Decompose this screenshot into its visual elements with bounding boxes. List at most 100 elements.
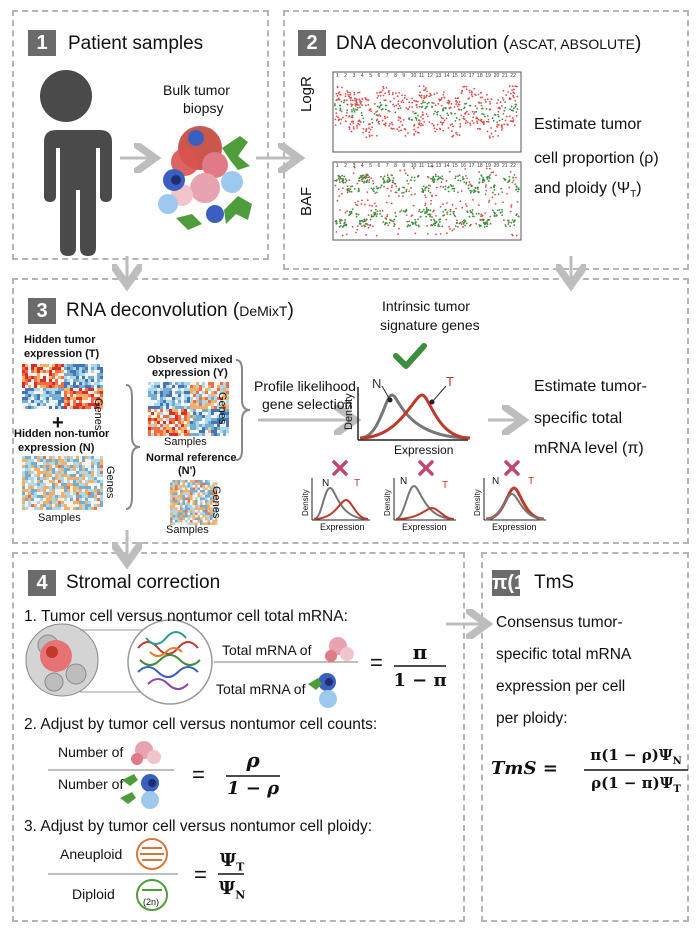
chromosome-label: 3: [352, 163, 356, 169]
panel-2-desc-1: Estimate tumor: [534, 116, 642, 133]
eq1-denominator: 1 − π: [393, 670, 447, 691]
chromosome-label: 22: [510, 73, 516, 79]
eq3-numerator: ΨT: [212, 850, 252, 874]
chromosome-label: 11: [419, 163, 425, 169]
tms-desc-3: expression per cell: [496, 678, 626, 695]
plus-sign: +: [52, 412, 64, 434]
tms-equals: =: [542, 758, 558, 779]
eq3-equals: =: [194, 862, 207, 887]
diploid-label: Diploid: [72, 886, 115, 902]
expression-axis-label: Expression: [394, 443, 454, 457]
diploid-chromosome-icon: [136, 879, 168, 911]
chromosome-label: 19: [485, 73, 491, 79]
small-2-n: N: [400, 476, 408, 487]
panel-5-badge: π(1 − ρ)Ψ: [492, 570, 528, 646]
chromosome-label: 5: [369, 73, 372, 79]
chromosome-label: 7: [385, 73, 389, 79]
genes-label-3: Genes: [216, 392, 228, 425]
small-2-t: T: [442, 480, 449, 491]
tms-num-sub: N: [672, 756, 682, 767]
density-axis-label: Density: [343, 393, 355, 430]
observed-label-1: Observed mixed: [147, 354, 233, 366]
chromosome-label: 3: [352, 73, 356, 79]
profile-likelihood-label-1: Profile likelihood: [254, 378, 356, 394]
eq2-denominator: 1 − ρ: [226, 778, 280, 799]
small-3-density: Density: [473, 489, 482, 516]
chromosome-label: 5: [369, 163, 372, 169]
cross-icon-1: [332, 460, 348, 476]
eq3-psi-n-sub: N: [235, 888, 246, 902]
chromosome-label: 19: [485, 163, 491, 169]
hidden-tumor-heatmap: [22, 364, 103, 409]
chromosome-label: 13: [435, 163, 442, 169]
small-1-expression: Expression: [320, 522, 365, 532]
intrinsic-label-1: Intrinsic tumor: [382, 298, 470, 314]
hidden-nontumor-label-2: expression (N): [18, 442, 95, 454]
samples-label-1: Samples: [38, 512, 81, 524]
step-3-label: 3. Adjust by tumor cell versus nontumor …: [24, 818, 373, 835]
panel-3-title-main: RNA deconvolution (: [66, 300, 240, 321]
chromosome-label: 9: [402, 163, 406, 169]
chromosome-label: 15: [452, 163, 458, 169]
normal-ref-label-1: Normal reference: [146, 452, 237, 464]
brace-right: [235, 359, 251, 461]
panel-3-title-close: ): [287, 300, 294, 321]
mrna-strands-icon: [127, 619, 213, 705]
chromosome-label: 13: [435, 73, 442, 79]
panel-3-badge: 3: [28, 298, 56, 324]
density-plot-small-3: [483, 478, 546, 521]
hidden-nontumor-heatmap: [22, 456, 103, 510]
panel-tms: [481, 552, 689, 922]
chromosome-label: 1: [336, 163, 339, 169]
eq3-denominator: ΨN: [212, 878, 252, 902]
panel-5-title: TmS: [534, 572, 575, 593]
chromosome-label: 11: [419, 73, 425, 79]
chromosome-label: 8: [394, 163, 397, 169]
number-of-tumor-label: Number of: [58, 744, 124, 760]
chromosome-label: 18: [477, 163, 483, 169]
eq1-equals: =: [370, 650, 383, 675]
panel-3-title: RNA deconvolution (DeMixT): [66, 300, 294, 322]
logr-track: [332, 71, 522, 153]
nontumor-cells-icon-1: [308, 673, 337, 708]
panel-3-title-method: DeMixT: [239, 303, 288, 319]
curve-label-t: T: [446, 374, 454, 389]
tumor-mass-icon: [25, 623, 99, 697]
tms-num-text: π(1 − ρ)Ψ: [590, 746, 673, 764]
estimate-pi-1: Estimate tumor-: [534, 378, 647, 395]
chromosome-label: 17: [468, 73, 475, 79]
chromosome-label: 1: [336, 73, 339, 79]
brace-left: [125, 384, 141, 510]
tms-numerator: π(1 − ρ)ΨN: [584, 746, 688, 767]
panel-patient-samples: [12, 10, 269, 260]
panel-rna-deconvolution: [12, 278, 689, 544]
tumor-cell-cluster-icon-1: [325, 637, 354, 662]
hidden-tumor-label-2: expression (T): [24, 348, 100, 360]
estimate-pi-3: mRNA level (π): [534, 440, 644, 457]
panel-2-desc-3-text: and ploidy (Ψ: [534, 180, 631, 197]
small-3-expression: Expression: [492, 522, 537, 532]
panel-stromal-correction: [12, 552, 465, 922]
tms-desc-4: per ploidy:: [496, 710, 568, 727]
tumor-cell-cluster-icon-2: [131, 741, 161, 765]
panel-1-title: Patient samples: [68, 33, 204, 54]
tms-desc-1: Consensus tumor-: [496, 614, 623, 631]
cross-icon-3: [504, 460, 520, 476]
eq3-psi-n: Ψ: [218, 878, 236, 899]
chromosome-label: 15: [452, 73, 458, 79]
observed-label-2: expression (Y): [152, 367, 228, 379]
tms-desc-2: specific total mRNA: [496, 646, 632, 663]
chromosome-label: 4: [360, 163, 364, 169]
chromosome-label: 10: [410, 163, 417, 169]
genes-label-2: Genes: [104, 466, 116, 499]
two-n-label: (2n): [143, 897, 160, 907]
baf-track: [332, 161, 522, 241]
panel-2-desc-3-close: ): [636, 180, 642, 197]
eq1-numerator: π: [412, 640, 428, 664]
chromosome-label: 7: [385, 163, 389, 169]
chromosome-label: 6: [377, 73, 381, 79]
tms-formula-lhs: TmS =: [491, 758, 558, 779]
aneuploid-label: Aneuploid: [60, 846, 123, 862]
chromosome-label: 22: [510, 163, 516, 169]
tms-denominator: ρ(1 − π)ΨT: [584, 774, 688, 795]
